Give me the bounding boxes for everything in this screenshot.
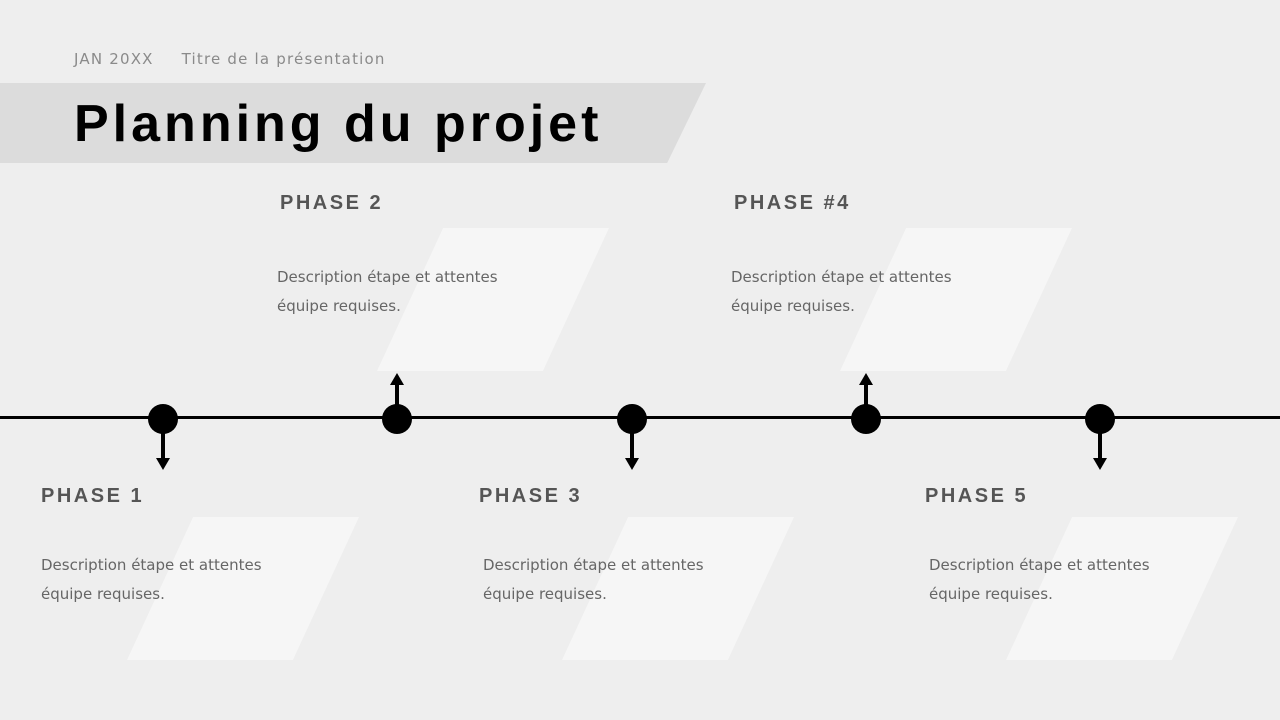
phase-1-arrow-stem	[161, 430, 165, 460]
phase-2-description: Description étape et attentes équipe req…	[277, 263, 537, 321]
slide-header-meta: JAN 20XX Titre de la présentation	[74, 50, 408, 68]
date-label: JAN 20XX	[74, 50, 154, 68]
phase-1-desc-line2: équipe requises.	[41, 585, 165, 603]
phase-3-title: PHASE 3	[479, 485, 583, 507]
phase-3-marker	[617, 404, 647, 434]
phase-4-arrow-stem	[864, 384, 868, 408]
phase-2-marker	[382, 404, 412, 434]
phase-4-description: Description étape et attentes équipe req…	[731, 263, 991, 321]
phase-1-title: PHASE 1	[41, 485, 145, 507]
phase-5-arrow-stem	[1098, 430, 1102, 460]
phase-3-arrow-down-icon	[625, 458, 639, 470]
phase-4-desc-line2: équipe requises.	[731, 297, 855, 315]
phase-3-desc-line2: équipe requises.	[483, 585, 607, 603]
phase-2-desc-line2: équipe requises.	[277, 297, 401, 315]
title-band	[0, 83, 706, 163]
presentation-title-label: Titre de la présentation	[181, 50, 386, 68]
phase-3-description: Description étape et attentes équipe req…	[483, 551, 743, 609]
phase-1-arrow-down-icon	[156, 458, 170, 470]
phase-3-desc-line1: Description étape et attentes	[483, 556, 704, 574]
phase-2-arrow-stem	[395, 384, 399, 408]
phase-2-desc-line1: Description étape et attentes	[277, 268, 498, 286]
phase-1-description: Description étape et attentes équipe req…	[41, 551, 301, 609]
phase-1-marker	[148, 404, 178, 434]
phase-5-title: PHASE 5	[925, 485, 1029, 507]
phase-4-marker	[851, 404, 881, 434]
phase-1-desc-line1: Description étape et attentes	[41, 556, 262, 574]
phase-4-desc-line1: Description étape et attentes	[731, 268, 952, 286]
phase-5-arrow-down-icon	[1093, 458, 1107, 470]
slide-title: Planning du projet	[74, 95, 603, 153]
phase-5-desc-line2: équipe requises.	[929, 585, 1053, 603]
phase-4-arrow-up-icon	[859, 373, 873, 385]
phase-3-arrow-stem	[630, 430, 634, 460]
phase-5-desc-line1: Description étape et attentes	[929, 556, 1150, 574]
phase-2-title: PHASE 2	[280, 192, 384, 214]
phase-4-title: PHASE #4	[734, 192, 851, 214]
phase-5-description: Description étape et attentes équipe req…	[929, 551, 1189, 609]
phase-5-marker	[1085, 404, 1115, 434]
phase-2-arrow-up-icon	[390, 373, 404, 385]
